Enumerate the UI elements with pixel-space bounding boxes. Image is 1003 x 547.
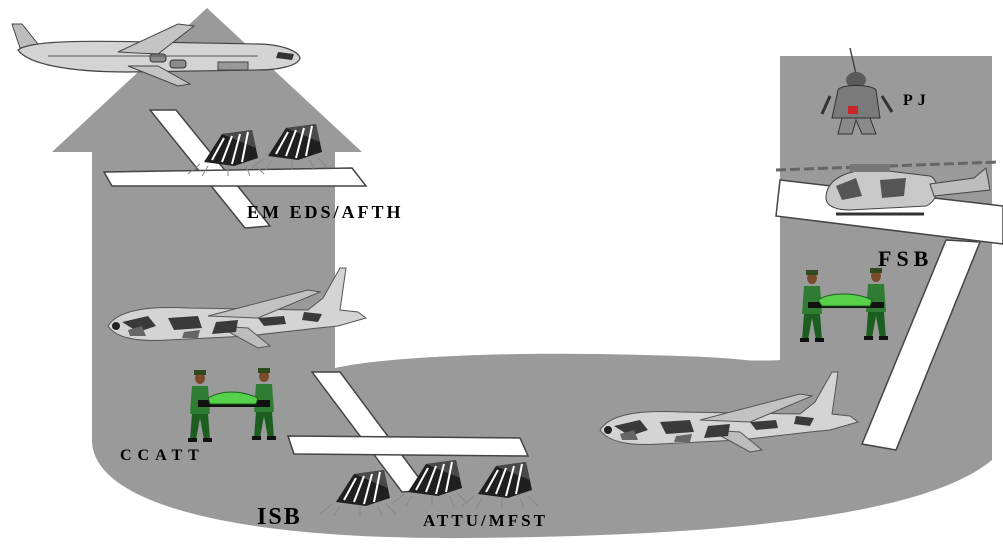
pj-label: PJ xyxy=(903,92,931,110)
isb-label: ISB xyxy=(257,504,302,531)
ccatt-label: CCATT xyxy=(120,447,205,465)
fsb-label: FSB xyxy=(878,246,933,272)
emeds-afth-label: EM EDS/AFTH xyxy=(247,202,404,223)
attu-mfst-label: ATTU/MFST xyxy=(423,511,548,531)
